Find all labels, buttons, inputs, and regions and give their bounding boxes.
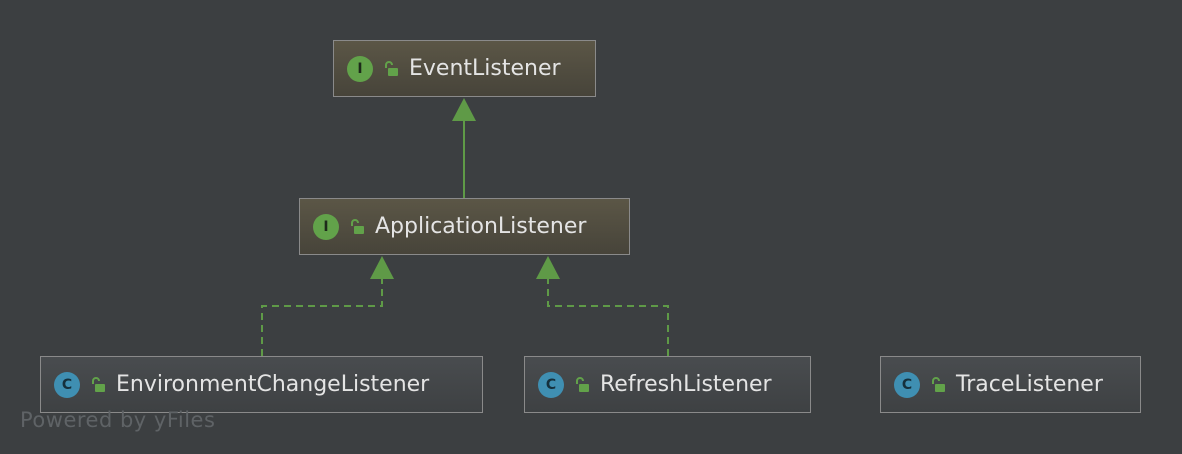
edge-environment-to-application xyxy=(261,256,394,356)
edge-application-to-event xyxy=(452,98,476,198)
node-refresh-listener[interactable]: C RefreshListener xyxy=(524,356,811,413)
public-lock-icon xyxy=(576,376,589,392)
node-trace-listener[interactable]: C TraceListener xyxy=(880,356,1141,413)
node-label: ApplicationListener xyxy=(375,213,587,239)
node-event-listener[interactable]: I EventListener xyxy=(333,40,596,97)
public-lock-icon xyxy=(351,218,364,234)
powered-by-watermark: Powered by yFiles xyxy=(20,408,216,432)
public-lock-icon xyxy=(385,60,398,76)
node-environment-change-listener[interactable]: C EnvironmentChangeListener xyxy=(40,356,483,413)
edge-refresh-to-application xyxy=(536,256,669,356)
public-lock-icon xyxy=(92,376,105,392)
node-label: EnvironmentChangeListener xyxy=(116,371,430,397)
arrowhead-icon xyxy=(536,256,560,279)
node-label: TraceListener xyxy=(956,371,1103,397)
class-badge-icon: C xyxy=(894,371,920,398)
public-lock-icon xyxy=(932,376,945,392)
node-label: EventListener xyxy=(409,55,561,81)
class-badge-icon: C xyxy=(538,371,564,398)
arrowhead-icon xyxy=(452,98,476,121)
node-application-listener[interactable]: I ApplicationListener xyxy=(299,198,630,255)
interface-badge-icon: I xyxy=(313,213,339,240)
interface-badge-icon: I xyxy=(347,55,373,82)
arrowhead-icon xyxy=(370,256,394,279)
node-label: RefreshListener xyxy=(600,371,772,397)
class-badge-icon: C xyxy=(54,371,80,398)
